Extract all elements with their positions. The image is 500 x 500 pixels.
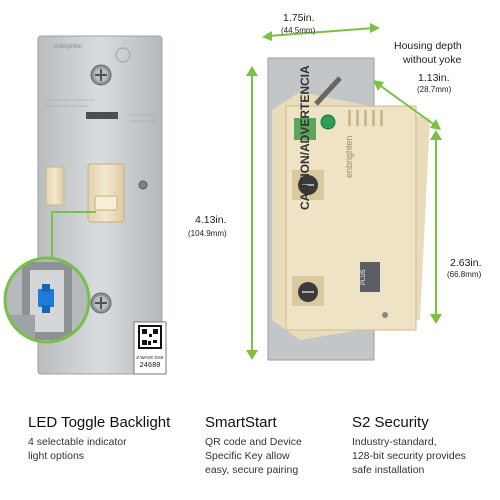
housing-title-line2: without yoke (403, 54, 462, 66)
feature-desc-line3: safe installation (352, 464, 425, 476)
side-screw (138, 180, 148, 190)
zwave-badge (360, 262, 380, 292)
bottom-screw (90, 292, 112, 314)
antenna-screw (314, 76, 342, 106)
qr-code-number: 24680 (139, 362, 161, 370)
top-screw (90, 64, 112, 86)
feature-title: S2 Security (352, 414, 429, 431)
qr-code-icon (138, 325, 162, 349)
blue-led-light (38, 289, 54, 307)
zwave-badge-text: PLUS (361, 269, 367, 285)
air-gap-slot (86, 112, 118, 119)
depth-dimension-line (377, 83, 437, 127)
width-dimension-line (267, 27, 375, 37)
feature-desc-line2: 128-bit security provides (352, 450, 466, 462)
housing-metric: (28.7mm) (417, 85, 452, 94)
device-brand-text: enbrighten (344, 135, 354, 178)
feature-title: LED Toggle Backlight (28, 414, 171, 431)
feature-desc-line1: QR code and Device (205, 436, 302, 448)
lower-terminal-screw (292, 276, 324, 306)
feature-smartstart: SmartStart QR code and Device Specific K… (205, 414, 345, 477)
caution-text: CAUTION/ADVERTENCIA (298, 65, 312, 210)
housing-label: 1.13in. (418, 72, 450, 84)
qr-caption: Z-WAVE DSK (136, 355, 164, 360)
plate-brand-text: enbrighten (54, 44, 83, 50)
feature-desc-line3: easy, secure pairing (205, 464, 299, 476)
body-height-label: 2.63in. (450, 257, 482, 269)
housing-title-line1: Housing depth (394, 40, 462, 52)
feature-s2-security: S2 Security Industry-standard, 128-bit s… (352, 414, 497, 477)
body-height-metric: (66.8mm) (447, 270, 482, 279)
upper-terminal-screw (292, 170, 324, 200)
feature-led-toggle: LED Toggle Backlight 4 selectable indica… (28, 414, 188, 463)
width-metric: (44.5mm) (281, 26, 316, 35)
side-button (45, 166, 65, 206)
height-label: 4.13in. (195, 214, 227, 226)
feature-desc-line1: 4 selectable indicator (28, 436, 127, 448)
ul-listing-mark (115, 47, 131, 63)
feature-desc-line1: Industry-standard, (352, 436, 437, 448)
feature-desc-line2: light options (28, 450, 85, 462)
feature-desc-line2: Specific Key allow (205, 450, 290, 462)
green-ground-terminal (294, 114, 336, 140)
width-label: 1.75in. (283, 12, 315, 24)
feature-title: SmartStart (205, 414, 277, 431)
height-metric: (104.9mm) (188, 229, 227, 238)
